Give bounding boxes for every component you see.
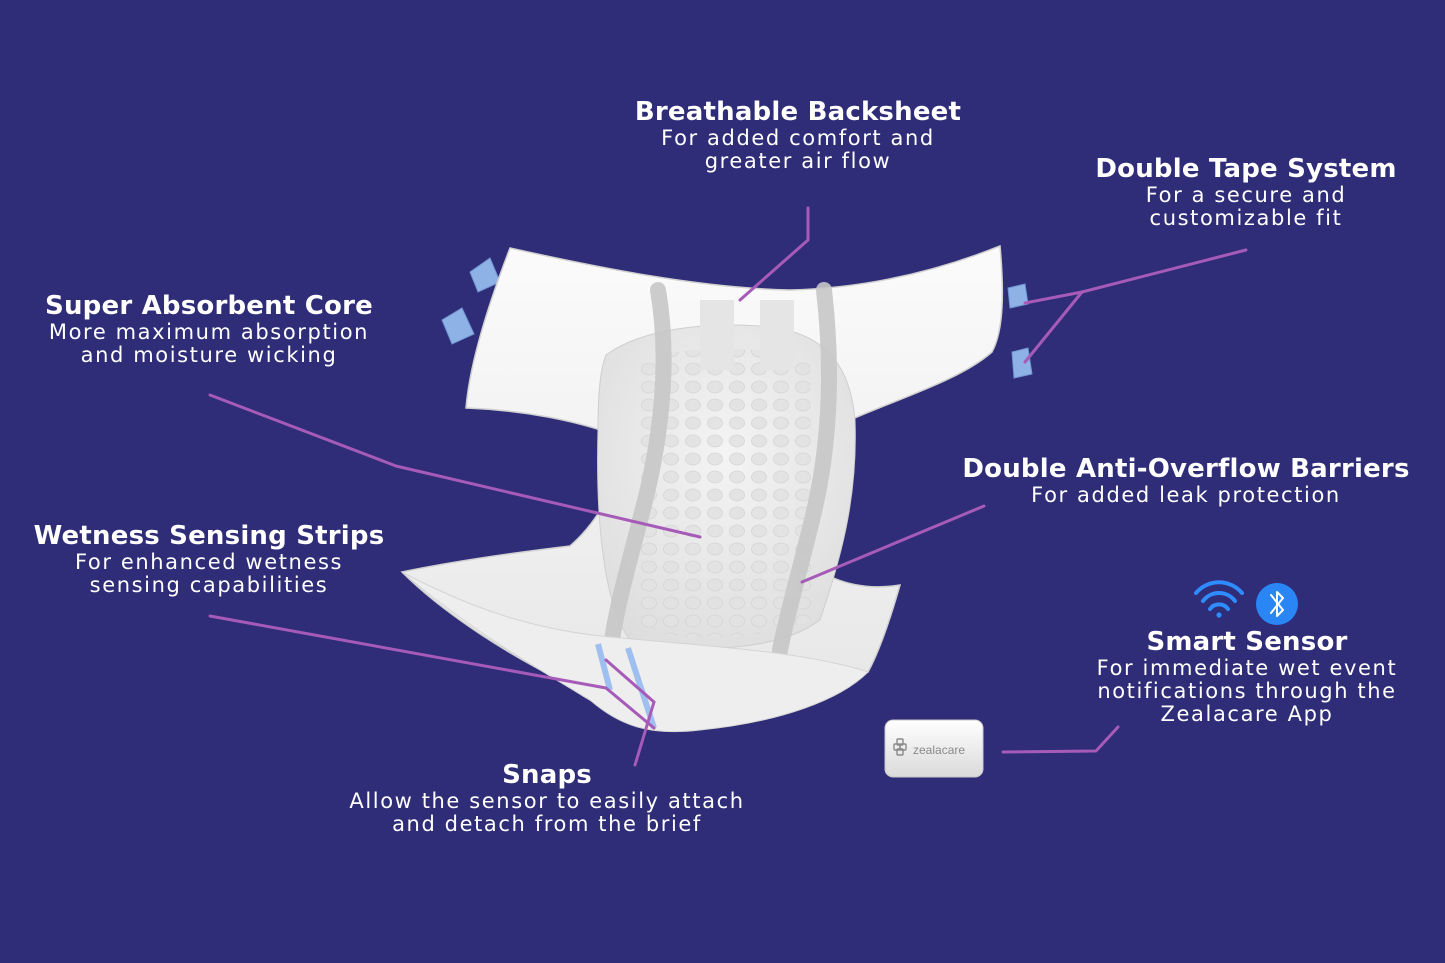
tape-right-bottom (1011, 347, 1033, 379)
description-line: greater air flow (704, 149, 892, 173)
description-line: For a secure and (1145, 183, 1347, 207)
callout-snaps: Snaps Allow the sensor to easily attach … (317, 760, 777, 836)
callout-title: Wetness Sensing Strips (33, 521, 385, 551)
description-line: and moisture wicking (80, 343, 338, 367)
leader-tape (1023, 248, 1248, 305)
backsheet-stripe-right (760, 300, 794, 370)
callout-title: Snaps (502, 760, 592, 790)
smart-sensor-device: zealacare (884, 719, 984, 778)
sensor-logo-icon (893, 738, 907, 756)
description-line: and detach from the brief (392, 812, 702, 836)
callout-breathable-backsheet: Breathable Backsheet For added comfort a… (617, 97, 979, 173)
backsheet-stripe-left (700, 300, 734, 370)
core-texture (640, 348, 812, 638)
callout-description: For enhanced wetness sensing capabilitie… (18, 551, 400, 597)
callout-description: For a secure and customizable fit (1075, 184, 1417, 230)
leader-tape-branch (1023, 290, 1084, 364)
leader-lines (208, 206, 1248, 767)
barrier-right (772, 282, 837, 658)
leader-overflow (800, 504, 986, 584)
description-line: notifications through the (1097, 679, 1397, 703)
leader-sensor (1001, 725, 1120, 754)
wetness-strip-left (595, 643, 613, 691)
callout-description: For immediate wet event notifications th… (1067, 657, 1427, 726)
sensor-brand: zealacare (913, 743, 965, 757)
bluetooth-icon (1256, 583, 1298, 625)
callout-absorbent-core: Super Absorbent Core More maximum absorp… (20, 291, 398, 367)
callout-title: Breathable Backsheet (634, 97, 962, 127)
leader-snaps (633, 700, 656, 767)
leader-core (208, 393, 702, 539)
brief (400, 244, 1033, 733)
description-line: For added leak protection (1031, 483, 1341, 507)
callout-description: Allow the sensor to easily attach and de… (317, 790, 777, 836)
description-line: For added comfort and (661, 126, 935, 150)
leader-backsheet (738, 206, 810, 302)
description-line: Allow the sensor to easily attach (349, 789, 745, 813)
callout-anti-overflow: Double Anti-Overflow Barriers For added … (947, 454, 1425, 507)
callout-description: For added leak protection (947, 484, 1425, 507)
description-line: sensing capabilities (89, 573, 329, 597)
callout-description: For added comfort and greater air flow (617, 127, 979, 173)
callout-title: Double Tape System (1095, 154, 1397, 184)
wifi-icon (1194, 580, 1244, 618)
description-line: For enhanced wetness (74, 550, 344, 574)
callout-title: Double Anti-Overflow Barriers (962, 454, 1410, 484)
callout-double-tape: Double Tape System For a secure and cust… (1075, 154, 1417, 230)
tape-right-top (1007, 283, 1029, 309)
callout-wetness-strips: Wetness Sensing Strips For enhanced wetn… (18, 521, 400, 597)
description-line: Zealacare App (1160, 702, 1334, 726)
callout-description: More maximum absorption and moisture wic… (20, 321, 398, 367)
callout-title: Super Absorbent Core (45, 291, 373, 321)
leader-strips (208, 614, 656, 730)
callout-smart-sensor: Smart Sensor For immediate wet event not… (1067, 627, 1427, 726)
front-flap (401, 571, 869, 733)
leader-strips-2 (604, 658, 656, 704)
callout-title: Smart Sensor (1146, 627, 1348, 657)
description-line: More maximum absorption (48, 320, 370, 344)
barrier-left (604, 282, 672, 648)
tape-left-bottom (441, 307, 475, 345)
description-line: customizable fit (1149, 206, 1343, 230)
description-line: For immediate wet event (1096, 656, 1398, 680)
